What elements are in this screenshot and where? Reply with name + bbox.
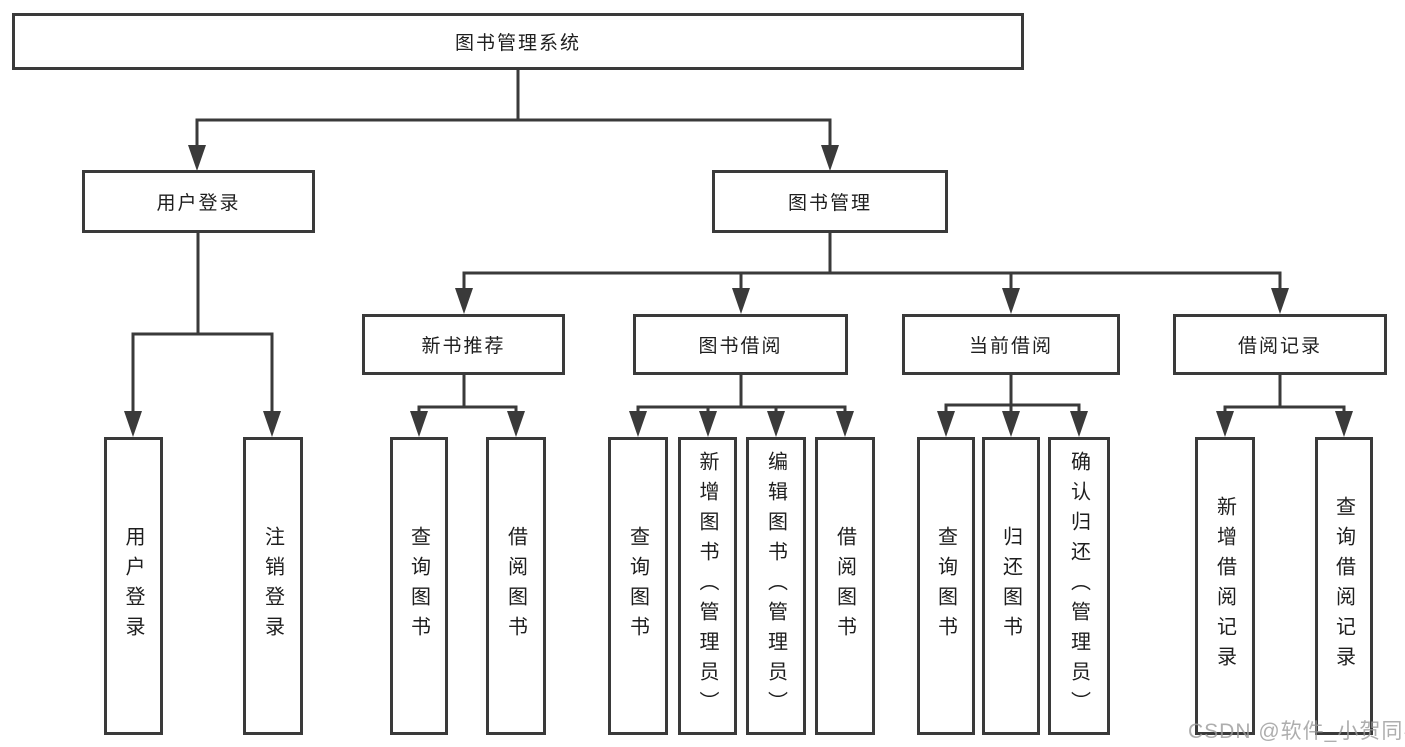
leaf-query-books-newrec: 查询图书 bbox=[390, 437, 448, 735]
leaf-borrow-books-newrec-label: 借阅图书 bbox=[504, 526, 527, 646]
leaf-return-books: 归还图书 bbox=[982, 437, 1040, 735]
leaf-query-books-borrow: 查询图书 bbox=[608, 437, 668, 735]
node-book-management-label: 图书管理 bbox=[787, 193, 872, 214]
node-book-borrow: 图书借阅 bbox=[633, 314, 848, 375]
leaf-confirm-return-admin: 确认归还（管理员） bbox=[1048, 437, 1110, 735]
node-root-label: 图书管理系统 bbox=[454, 33, 581, 54]
node-root-system: 图书管理系统 bbox=[12, 13, 1024, 70]
leaf-edit-book-admin-label: 编辑图书（管理员） bbox=[764, 451, 787, 721]
leaf-add-book-admin: 新增图书（管理员） bbox=[678, 437, 737, 735]
leaf-edit-book-admin: 编辑图书（管理员） bbox=[746, 437, 806, 735]
node-borrow-records-label: 借阅记录 bbox=[1237, 336, 1322, 357]
leaf-query-books-current: 查询图书 bbox=[917, 437, 975, 735]
leaf-logout-label: 注销登录 bbox=[261, 526, 284, 646]
watermark: CSDN @软件_小贺同学 bbox=[1188, 720, 1405, 743]
leaf-add-borrow-record-label: 新增借阅记录 bbox=[1213, 496, 1236, 676]
node-borrow-records: 借阅记录 bbox=[1173, 314, 1387, 375]
node-current-borrow-label: 当前借阅 bbox=[968, 336, 1053, 357]
leaf-user-login: 用户登录 bbox=[104, 437, 163, 735]
leaf-add-borrow-record: 新增借阅记录 bbox=[1195, 437, 1255, 735]
node-book-management: 图书管理 bbox=[712, 170, 948, 233]
node-user-login-label: 用户登录 bbox=[156, 193, 241, 214]
leaf-logout: 注销登录 bbox=[243, 437, 303, 735]
node-new-book-recommend: 新书推荐 bbox=[362, 314, 565, 375]
leaf-query-borrow-record-label: 查询借阅记录 bbox=[1332, 496, 1355, 676]
node-book-borrow-label: 图书借阅 bbox=[698, 336, 783, 357]
node-current-borrow: 当前借阅 bbox=[902, 314, 1120, 375]
leaf-confirm-return-admin-label: 确认归还（管理员） bbox=[1067, 451, 1090, 721]
leaf-query-books-current-label: 查询图书 bbox=[934, 526, 957, 646]
leaf-borrow-books-borrow: 借阅图书 bbox=[815, 437, 875, 735]
leaf-query-borrow-record: 查询借阅记录 bbox=[1315, 437, 1373, 735]
arrowhead-icons bbox=[124, 145, 1353, 437]
leaf-add-book-admin-label: 新增图书（管理员） bbox=[696, 451, 718, 721]
leaf-borrow-books-borrow-label: 借阅图书 bbox=[833, 526, 856, 646]
leaf-return-books-label: 归还图书 bbox=[999, 526, 1022, 646]
node-user-login: 用户登录 bbox=[82, 170, 315, 233]
leaf-user-login-label: 用户登录 bbox=[122, 526, 144, 646]
leaf-query-books-newrec-label: 查询图书 bbox=[407, 526, 430, 646]
leaf-borrow-books-newrec: 借阅图书 bbox=[486, 437, 546, 735]
leaf-query-books-borrow-label: 查询图书 bbox=[626, 526, 649, 646]
node-new-book-recommend-label: 新书推荐 bbox=[421, 336, 506, 357]
